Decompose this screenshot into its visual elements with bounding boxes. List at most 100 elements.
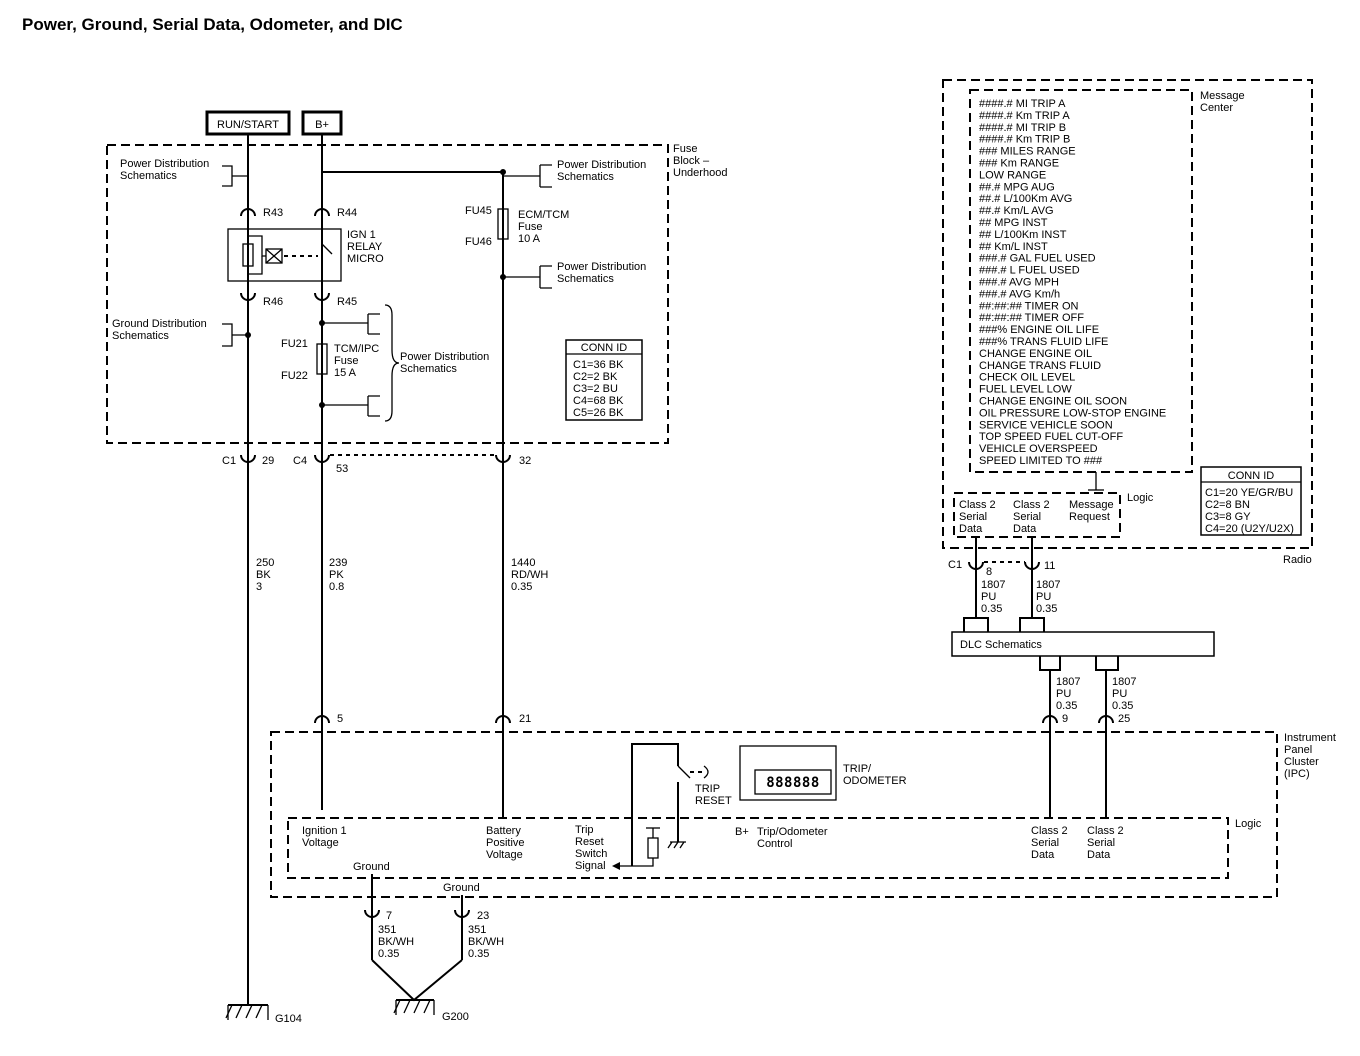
connector-radio-8 <box>968 561 984 570</box>
radio-conn-id-row: C3=8 GY <box>1205 511 1251 523</box>
trip-odometer-1: TRIP/ <box>843 763 872 775</box>
fu46-label: FU46 <box>465 236 492 248</box>
batt-voltage-1: Battery <box>486 825 521 837</box>
message-center-item: ### Km RANGE <box>979 158 1059 170</box>
tcm-fuse-label-2: Fuse <box>334 355 358 367</box>
ipc-class2-b-2: Serial <box>1087 837 1115 849</box>
message-center-item: ##:##:## TIMER ON <box>979 300 1079 312</box>
page-title: Power, Ground, Serial Data, Odometer, an… <box>22 15 403 34</box>
radio-class2-a-3: Data <box>959 523 983 535</box>
pds-right-top-stubs <box>540 164 552 188</box>
wire-1440-3: 0.35 <box>511 581 532 593</box>
message-center-item: VEHICLE OVERSPEED <box>979 443 1098 455</box>
relay-coil-lead-bot <box>247 256 263 275</box>
fuse-block-conn-id-header: CONN ID <box>581 342 628 354</box>
radio-conn-id-row: C2=8 BN <box>1205 499 1250 511</box>
ipc-pin-9: 9 <box>1062 713 1068 725</box>
wire-1807-b-2: PU <box>1036 591 1051 603</box>
relay-coil-lead-top <box>247 235 266 257</box>
radio-class2-b-1: Class 2 <box>1013 499 1050 511</box>
fuse-block-conn-id-row: C5=26 BK <box>573 407 624 419</box>
ipc-pin-25: 25 <box>1118 713 1130 725</box>
message-center-item: OIL PRESSURE LOW-STOP ENGINE <box>979 407 1166 419</box>
message-center-item: ####.# Km TRIP B <box>979 134 1070 146</box>
pds-right-top-2: Schematics <box>557 171 614 183</box>
r44-label: R44 <box>337 207 357 219</box>
connector-ipc-25 <box>1098 715 1114 724</box>
wire-1440-1: 1440 <box>511 557 535 569</box>
ecm-fuse-label-2: Fuse <box>518 221 542 233</box>
message-center-item: SERVICE VEHICLE SOON <box>979 419 1113 431</box>
fu21-label: FU21 <box>281 338 308 350</box>
wire-1807-c-2: PU <box>1056 688 1071 700</box>
r43-label: R43 <box>263 207 283 219</box>
message-center-item: ###% ENGINE OIL LIFE <box>979 324 1099 336</box>
trip-reset-ground-symbol <box>667 841 686 849</box>
message-center-item: TOP SPEED FUEL CUT-OFF <box>979 431 1123 443</box>
message-center-item: ##.# MPG AUG <box>979 181 1055 193</box>
radio-conn-id-row: C1=20 YE/GR/BU <box>1205 487 1293 499</box>
pds-center-brace <box>384 304 400 422</box>
arrow-left-icon <box>612 862 620 870</box>
message-center-item: SPEED LIMITED TO ### <box>979 455 1103 467</box>
tcm-fuse-label-1: TCM/IPC <box>334 343 379 355</box>
pds-center-1: Power Distribution <box>400 351 489 363</box>
radio-class2-a-2: Serial <box>959 511 987 523</box>
pds-right-mid-2: Schematics <box>557 273 614 285</box>
message-center-item: ## Km/L INST <box>979 241 1048 253</box>
message-center-1: Message <box>1200 90 1245 102</box>
message-center-list: ####.# MI TRIP A####.# Km TRIP A####.# M… <box>979 98 1166 467</box>
pds-left-bracket <box>222 165 248 187</box>
ipc-class2-b-1: Class 2 <box>1087 825 1124 837</box>
radio-class2-b-3: Data <box>1013 523 1037 535</box>
ign-voltage-2: Voltage <box>302 837 339 849</box>
pin-53: 53 <box>336 463 348 475</box>
message-center-item: ####.# MI TRIP A <box>979 98 1066 110</box>
ipc-class2-a-2: Serial <box>1031 837 1059 849</box>
c1-label: C1 <box>222 455 236 467</box>
message-center-item: ##:##:## TIMER OFF <box>979 312 1084 324</box>
g104-label: G104 <box>275 1013 302 1025</box>
trip-odometer-2: ODOMETER <box>843 775 907 787</box>
trip-reset-switch-blade <box>677 765 691 779</box>
connector-ipc-23 <box>454 909 470 918</box>
radio-pin-8: 8 <box>986 566 992 578</box>
dlc-schematics-box <box>951 631 1215 657</box>
wire-1807-b-3: 0.35 <box>1036 603 1057 615</box>
message-center-item: LOW RANGE <box>979 169 1046 181</box>
wire-250-2: BK <box>256 569 271 581</box>
ign-voltage-1: Ignition 1 <box>302 825 347 837</box>
ecm-tcm-fuse <box>497 208 509 240</box>
run-start-label: RUN/START <box>217 119 279 131</box>
ipc-label-2: Panel <box>1284 744 1312 756</box>
ign1-relay-box <box>227 228 342 282</box>
connector-ipc-21 <box>495 715 511 724</box>
wire-1807-d-2: PU <box>1112 688 1127 700</box>
ground-icon <box>225 1004 263 1019</box>
r45-label: R45 <box>337 296 357 308</box>
odometer-display <box>754 769 832 795</box>
trip-reset-signal-2: Reset <box>575 836 604 848</box>
trip-reset-button <box>703 765 709 779</box>
g200-ground-sides <box>395 1000 435 1015</box>
ecm-fuse-label-1: ECM/TCM <box>518 209 569 221</box>
pds-center-2: Schematics <box>400 363 457 375</box>
message-center-item: CHANGE TRANS FLUID <box>979 360 1101 372</box>
pin-29: 29 <box>262 455 274 467</box>
ipc-pin-21: 21 <box>519 713 531 725</box>
gds-left-bracket <box>222 323 248 347</box>
trip-reset-signal-3: Switch <box>575 848 607 860</box>
trip-reset-loop <box>631 743 679 866</box>
ipc-pin-23: 23 <box>477 910 489 922</box>
message-center-item: ###.# AVG Km/h <box>979 288 1060 300</box>
ground-a-label: Ground <box>353 861 390 873</box>
ground-icon <box>393 999 431 1014</box>
wire-351-a-3: 0.35 <box>378 948 399 960</box>
wire-1807-c-1: 1807 <box>1056 676 1080 688</box>
wire-351-b-3: 0.35 <box>468 948 489 960</box>
wire-1807-d-1: 1807 <box>1112 676 1136 688</box>
wire-1807-a-3: 0.35 <box>981 603 1002 615</box>
ipc-b-plus: B+ <box>735 826 749 838</box>
fu22-label: FU22 <box>281 370 308 382</box>
gds-left-2: Schematics <box>112 330 169 342</box>
